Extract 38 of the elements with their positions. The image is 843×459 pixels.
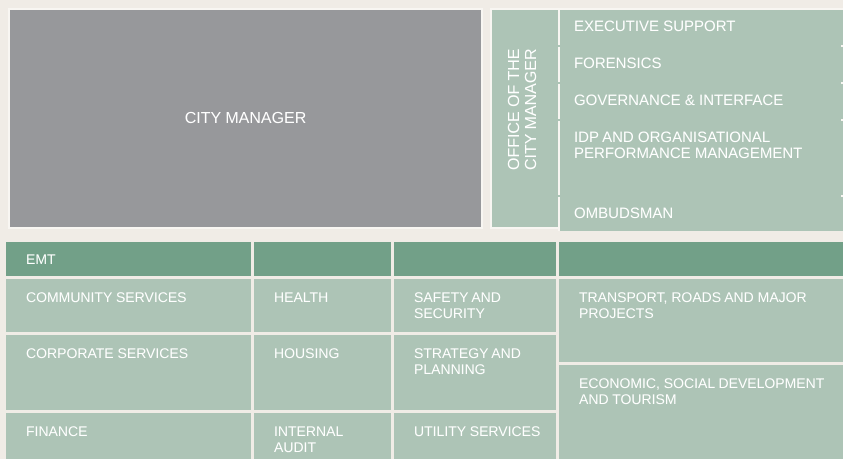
table-cell <box>6 279 251 332</box>
cell-label: INTERNAL AUDIT <box>274 423 344 455</box>
cell-label: ECONOMIC, SOCIAL DEVELOPMENT AND TOURISM <box>579 375 826 407</box>
office-item-box <box>558 197 843 231</box>
header-cell <box>394 242 556 276</box>
cell-label: FINANCE <box>26 423 88 439</box>
header-cell <box>559 242 843 276</box>
cell-label: FORENSICS <box>574 56 663 72</box>
cell-label: HOUSING <box>274 345 340 361</box>
table-cell <box>559 279 843 362</box>
cell-label: EMT <box>26 251 57 267</box>
cell-label: EXECUTIVE SUPPORT <box>574 19 736 35</box>
cell-label: COMMUNITY SERVICES <box>26 289 188 305</box>
cell-label: IDP AND ORGANISATIONAL PERFORMANCE MANAGEMENT <box>574 130 804 162</box>
table-cell <box>254 279 391 332</box>
cell-label: GOVERNANCE & INTERFACE <box>574 93 784 109</box>
header-cell <box>6 242 251 276</box>
office-item-box <box>558 10 843 45</box>
cell-label: TRANSPORT, ROADS AND MAJOR PROJECTS <box>579 289 808 321</box>
table-cell <box>394 335 556 410</box>
table-cell <box>6 335 251 410</box>
manager-box <box>8 8 483 229</box>
office-panel <box>490 8 843 229</box>
rotated-label: OFFICE OF THE CITY MANAGER <box>506 48 540 170</box>
title-label: CITY MANAGER <box>184 110 306 126</box>
cell-label: CORPORATE SERVICES <box>26 345 190 361</box>
table-cell <box>6 413 251 459</box>
cell-label: STRATEGY AND PLANNING <box>414 345 522 377</box>
table-cell <box>394 413 556 459</box>
cell-label: SAFETY AND SECURITY <box>414 289 502 321</box>
table-cell <box>254 413 391 459</box>
cell-label: HEALTH <box>274 289 330 305</box>
table-cell <box>254 335 391 410</box>
table-cell <box>559 365 843 459</box>
cell-label: UTILITY SERVICES <box>414 423 542 439</box>
table-cell <box>394 279 556 332</box>
header-cell <box>254 242 391 276</box>
cell-label: OMBUDSMAN <box>574 206 674 222</box>
